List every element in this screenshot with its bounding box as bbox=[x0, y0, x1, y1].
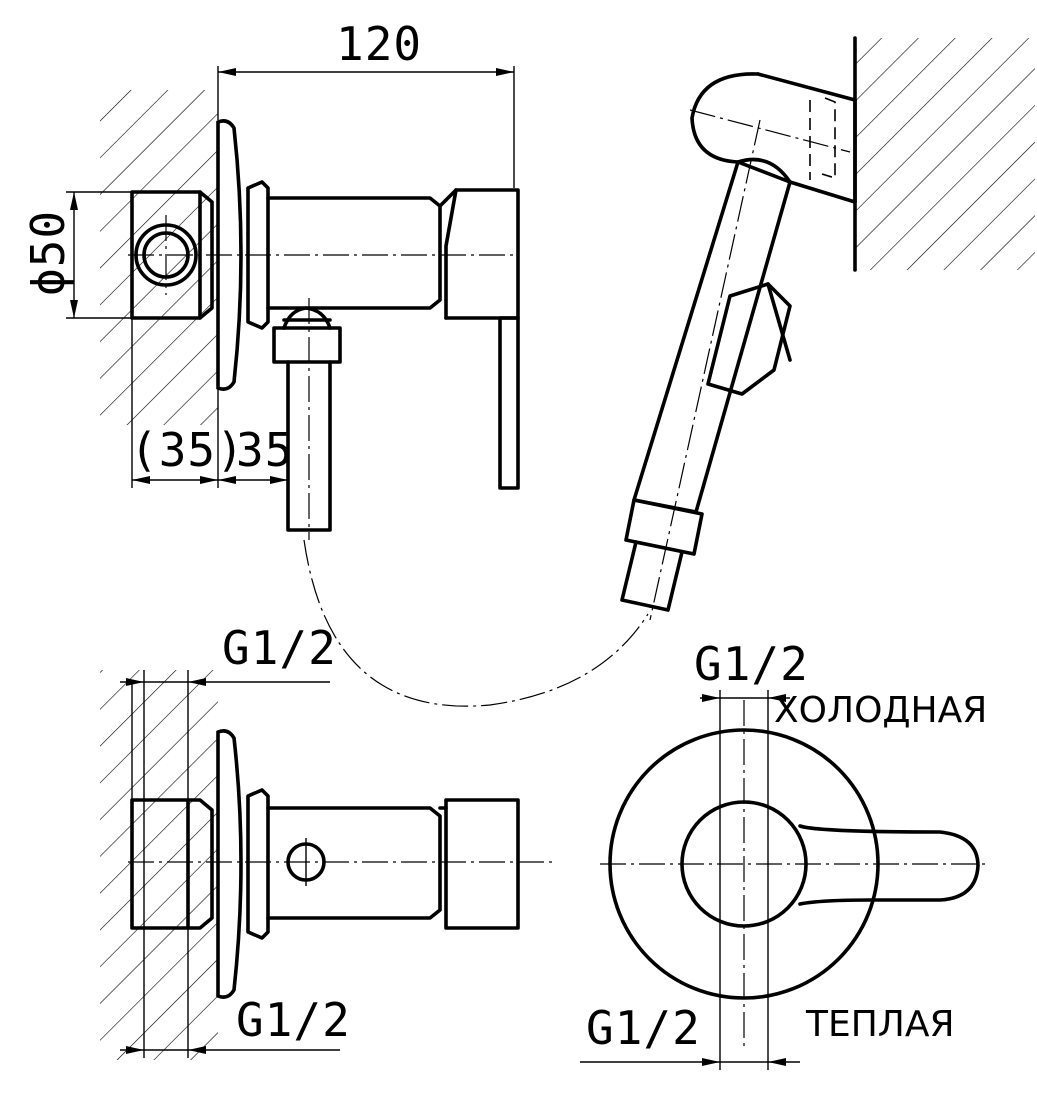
dim-thread-right-top-text: G1/2 bbox=[694, 637, 809, 691]
dim-thread-top-left-text: G1/2 bbox=[222, 621, 337, 675]
wall-hatch-bottom-left bbox=[100, 670, 218, 1060]
mixer-lever bbox=[498, 316, 520, 490]
dim-thread-bottom-left-text: G1/2 bbox=[236, 993, 351, 1047]
hose-path bbox=[303, 539, 649, 707]
dim-wall-35-text: (35) bbox=[130, 423, 245, 477]
mixer-top-view: G1/2 G1/2 bbox=[100, 621, 552, 1060]
mixer-body bbox=[266, 196, 442, 310]
label-warm: ТЕПЛАЯ bbox=[805, 1004, 955, 1045]
hose-outlet-nut bbox=[272, 326, 342, 364]
shower-handle bbox=[632, 157, 792, 514]
dim-thread-right-bottom-text: G1/2 bbox=[586, 1001, 701, 1055]
dimension-phi50: ϕ50 bbox=[21, 191, 132, 319]
label-cold: ХОЛОДНАЯ bbox=[774, 690, 987, 731]
hand-shower-view bbox=[620, 36, 1035, 621]
lever-front bbox=[798, 824, 980, 906]
dimension-120: 120 bbox=[217, 17, 515, 188]
dim-offset-35-text: 35 bbox=[236, 423, 293, 477]
dim-120-text: 120 bbox=[336, 17, 422, 71]
mixer-side-view bbox=[100, 90, 520, 540]
dim-phi50-text: ϕ50 bbox=[21, 210, 75, 296]
shower-nut bbox=[624, 498, 704, 556]
mixer-cap bbox=[438, 188, 520, 320]
shower-holder bbox=[736, 72, 857, 204]
shower-head bbox=[690, 72, 760, 164]
shower-trigger bbox=[706, 282, 792, 396]
wall-hatch-top-right bbox=[855, 38, 1035, 270]
mixer-front-view: G1/2 G1/2 ХОЛОДНАЯ ТЕПЛАЯ bbox=[580, 637, 990, 1070]
dimension-35-pair: (35) 35 bbox=[130, 318, 293, 488]
